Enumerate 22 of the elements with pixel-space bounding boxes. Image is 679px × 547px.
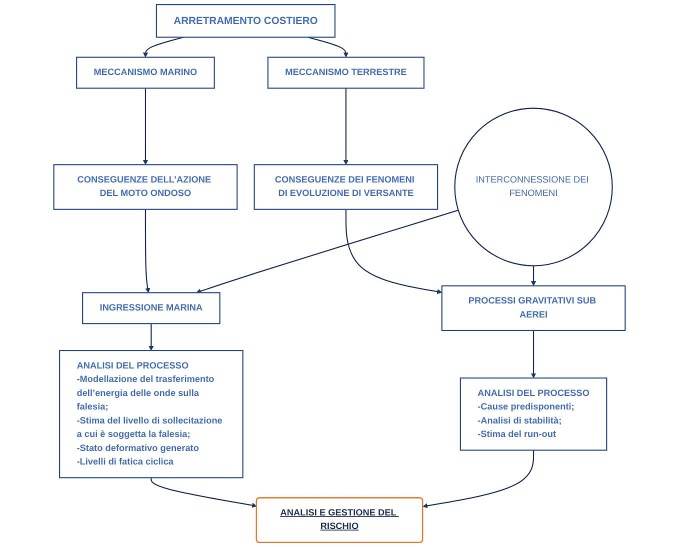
node-box: MECCANISMO MARINO [76, 56, 215, 89]
node-circle: INTERCONNESSIONE DEI FENOMENI [454, 108, 613, 266]
arrow [343, 88, 348, 165]
node-box: CONSEGUENZE DEI FENOMENI DI EVOLUZIONE DI VERSANTE [254, 164, 438, 210]
node-box: ARRETRAMENTO COSTIERO [156, 4, 336, 38]
arrow [422, 450, 534, 508]
arrow [148, 324, 154, 351]
arrow [142, 36, 184, 58]
node-box: PROCESSI GRAVITATIVI SUB AEREI [441, 285, 626, 332]
arrow [196, 210, 458, 294]
node-box: MECCANISMO TERRESTRE [267, 56, 425, 89]
node-box: INGRESSIONE MARINA [82, 292, 220, 324]
arrow [144, 209, 150, 293]
node-box: ANALISI DEL PROCESSO -Cause predisponenti; -Analisi di stabilità; -Stima del run-out [460, 377, 608, 451]
arrow [531, 330, 536, 378]
arrow [308, 36, 348, 58]
arrow [345, 209, 442, 294]
node-box: ANALISI DEL PROCESSO -Modellazione del trasferimento dell’energia delle onde sulla falesia; -Stima del livello di sollecitazione a cui è soggetta la falesia; -Stato deformativo generato -Livelli di fatica ciclica [58, 350, 244, 478]
node-box: CONSEGUENZE DELL’AZIONE DEL MOTO ONDOSO [53, 164, 238, 210]
arrow [150, 478, 257, 508]
arrow [142, 88, 148, 165]
arrow [531, 266, 536, 286]
